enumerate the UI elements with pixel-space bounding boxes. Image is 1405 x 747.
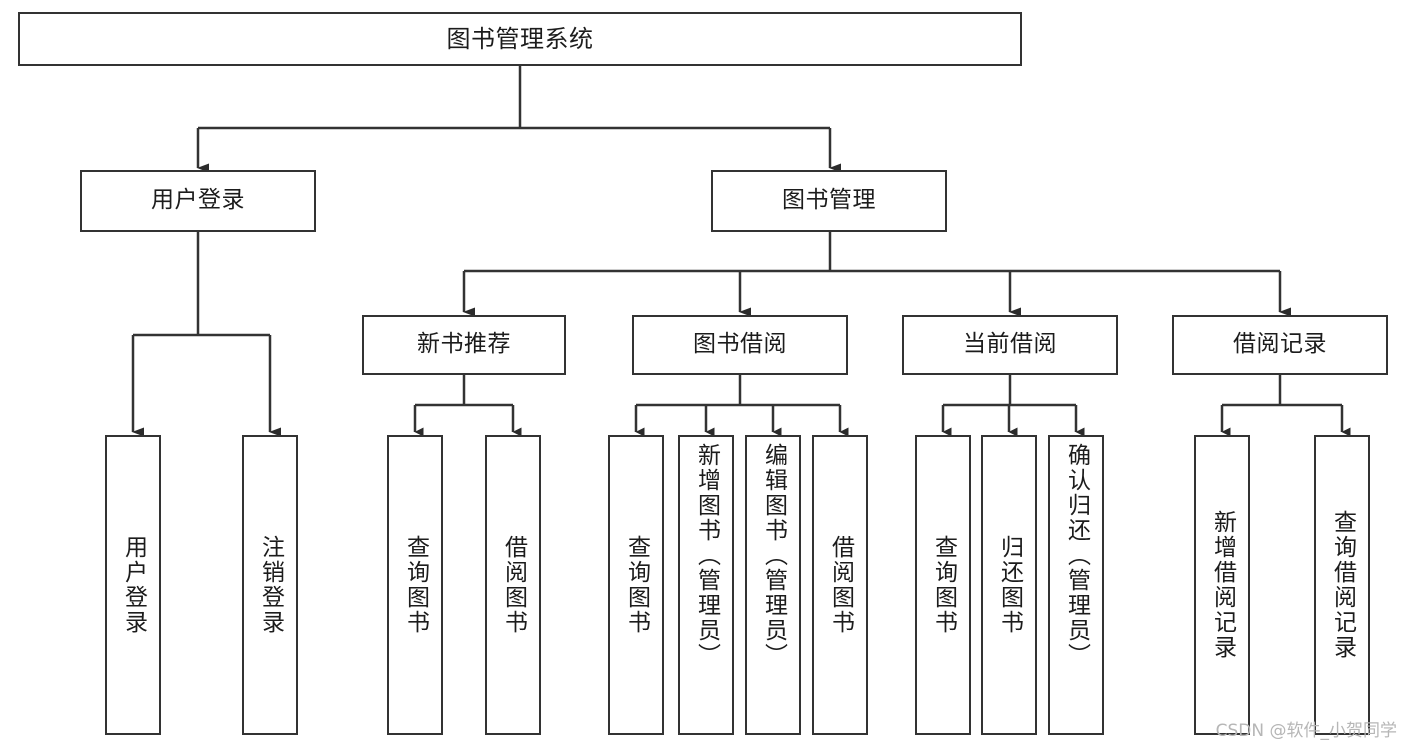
node-label: 用户登录 [120, 535, 147, 635]
node-label: 新增图书（管理员） [693, 443, 720, 668]
leaf-book-borrow-edit-book-admin[interactable]: 编辑图书（管理员） [745, 435, 801, 735]
node-label: 借阅记录 [1233, 331, 1327, 358]
node-user-login[interactable]: 用户登录 [80, 170, 316, 232]
leaf-book-borrow-borrow-books[interactable]: 借阅图书 [812, 435, 868, 735]
node-label: 编辑图书（管理员） [760, 443, 787, 668]
node-label: 图书借阅 [693, 331, 787, 358]
csdn-watermark: CSDN @软件_小贺同学 [1215, 721, 1397, 741]
leaf-user-login-logout[interactable]: 注销登录 [242, 435, 298, 735]
node-label: 图书管理 [782, 187, 876, 214]
leaf-current-borrow-return-books[interactable]: 归还图书 [981, 435, 1037, 735]
leaf-new-book-borrow-books[interactable]: 借阅图书 [485, 435, 541, 735]
node-label: 注销登录 [257, 535, 284, 635]
leaf-current-borrow-search-books[interactable]: 查询图书 [915, 435, 971, 735]
node-label: 查询图书 [930, 535, 957, 635]
node-book-management-system[interactable]: 图书管理系统 [18, 12, 1022, 66]
node-label: 新增借阅记录 [1209, 510, 1236, 660]
leaf-new-book-search-books[interactable]: 查询图书 [387, 435, 443, 735]
node-label: 当前借阅 [963, 331, 1057, 358]
leaf-book-borrow-add-book-admin[interactable]: 新增图书（管理员） [678, 435, 734, 735]
leaf-user-login-login[interactable]: 用户登录 [105, 435, 161, 735]
node-borrow-records[interactable]: 借阅记录 [1172, 315, 1388, 375]
node-label: 确认归还（管理员） [1063, 443, 1090, 668]
node-book-management[interactable]: 图书管理 [711, 170, 947, 232]
leaf-book-borrow-search-books[interactable]: 查询图书 [608, 435, 664, 735]
node-label: 借阅图书 [827, 535, 854, 635]
leaf-borrow-records-add-record[interactable]: 新增借阅记录 [1194, 435, 1250, 735]
node-label: 图书管理系统 [446, 24, 594, 53]
leaf-current-borrow-confirm-return-admin[interactable]: 确认归还（管理员） [1048, 435, 1104, 735]
node-label: 查询图书 [623, 535, 650, 635]
node-label: 新书推荐 [417, 331, 511, 358]
node-label: 归还图书 [996, 535, 1023, 635]
node-current-borrow[interactable]: 当前借阅 [902, 315, 1118, 375]
node-new-book-recommend[interactable]: 新书推荐 [362, 315, 566, 375]
leaf-borrow-records-search-record[interactable]: 查询借阅记录 [1314, 435, 1370, 735]
node-book-borrow[interactable]: 图书借阅 [632, 315, 848, 375]
node-label: 用户登录 [151, 187, 245, 214]
node-label: 借阅图书 [500, 535, 527, 635]
node-label: 查询借阅记录 [1329, 510, 1356, 660]
node-label: 查询图书 [402, 535, 429, 635]
